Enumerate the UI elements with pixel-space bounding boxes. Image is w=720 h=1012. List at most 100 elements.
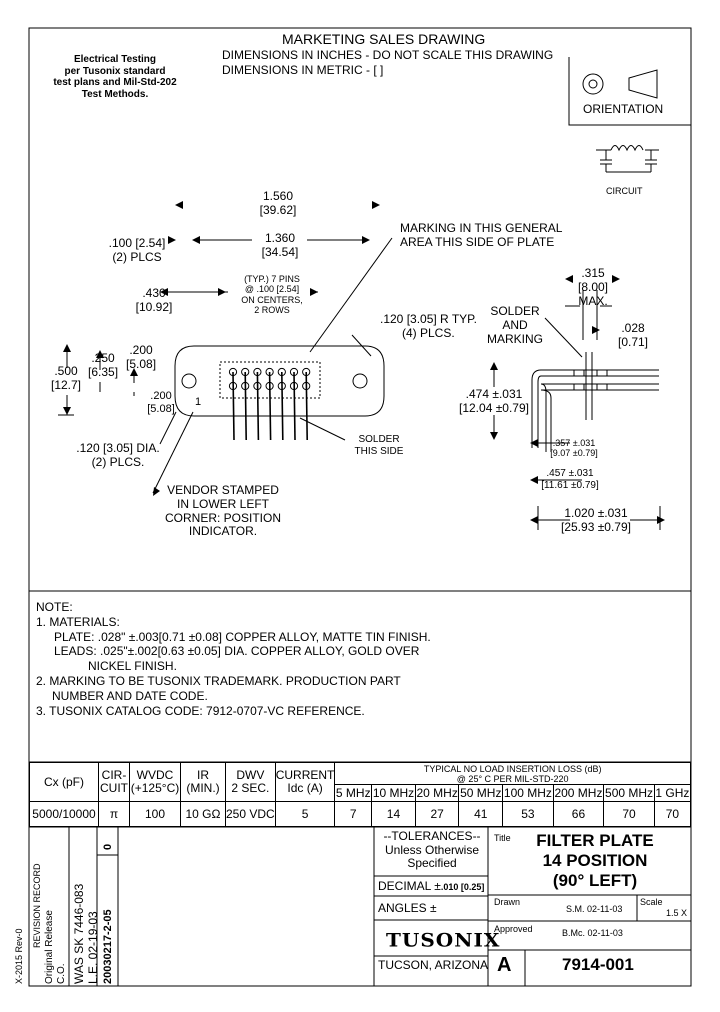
drawing-size: A <box>497 954 512 976</box>
col-wvdc: WVDC(+125°C) <box>129 762 181 802</box>
angles-tolerance: ANGLES ± <box>378 901 437 915</box>
dia-note: .120 [3.05] DIA.(2) PLCS. <box>76 441 160 469</box>
col-cx: Cx (pF) <box>29 762 99 802</box>
freq-header: 1 GHz <box>653 784 692 802</box>
part-number: 7914-001 <box>562 955 634 974</box>
orientation-ring-icon <box>582 73 604 95</box>
dim-357: .357 ±.031[9.07 ±0.79] <box>550 438 598 459</box>
dim-1360: 1.360[34.54] <box>261 231 299 259</box>
scale-label: Scale <box>640 897 663 907</box>
dim-028: .028[0.71] <box>617 321 649 349</box>
pin-lead <box>232 371 235 441</box>
dim-200-bottom: .200[5.08] <box>147 390 175 415</box>
dimensions-inches-note: DIMENSIONS IN INCHES - DO NOT SCALE THIS… <box>222 48 554 62</box>
pin-array <box>228 367 311 441</box>
freq-header: 50 MHz <box>458 784 504 802</box>
mounting-hole-left <box>181 373 197 389</box>
dim-1560: 1.560[39.62] <box>259 189 297 217</box>
loss-value: 70 <box>603 801 655 827</box>
pi-circuit-icon <box>596 145 659 173</box>
spec-table: Cx (pF) CIR-CUIT WVDC(+125°C) IR(MIN.) D… <box>29 762 692 827</box>
scale-value: 1.5 X <box>666 908 688 918</box>
note-line: NUMBER AND DATE CODE. <box>52 688 208 703</box>
dim-474: .474 ±.031[12.04 ±0.79] <box>459 387 529 415</box>
loss-value: 14 <box>371 801 416 827</box>
revision-record-label: REVISION RECORD <box>32 863 42 948</box>
loss-value: 66 <box>552 801 605 827</box>
loss-value: 7 <box>334 801 373 827</box>
revision-number: 0 <box>102 843 114 850</box>
freq-header: 500 MHz <box>603 784 655 802</box>
orientation-box <box>568 57 691 126</box>
dim-457: .457 ±.031[11.61 ±0.79] <box>541 468 599 491</box>
loss-value: 41 <box>458 801 504 827</box>
dim-1020: 1.020 ±.031[25.93 ±0.79] <box>561 506 631 534</box>
title-label: Title <box>494 833 511 843</box>
note-line: LEADS: .025"±.002[0.63 ±0.05] DIA. COPPE… <box>54 644 420 659</box>
note-line: 1. MATERIALS: <box>36 614 120 629</box>
dim-430: .430[10.92] <box>135 286 173 314</box>
note-line: 2. MARKING TO BE TUSONIX TRADEMARK. PROD… <box>36 673 401 688</box>
freq-header: 200 MHz <box>552 784 605 802</box>
radius-note: .120 [3.05] R TYP. (4) PLCS. <box>380 312 477 340</box>
note-line: 3. TUSONIX CATALOG CODE: 7912-0707-VC RE… <box>36 703 365 718</box>
cell-circuit: π <box>98 801 130 827</box>
drawn-label: Drawn <box>494 897 521 907</box>
cell-wvdc: 100 <box>129 801 181 827</box>
tusonix-logo: TUSONIX <box>386 928 501 952</box>
pin-lead <box>293 371 296 441</box>
drawing-border <box>28 27 692 987</box>
cell-dwv: 250 VDC <box>225 801 276 827</box>
approved-value: B.Mc. 02-11-03 <box>562 928 623 938</box>
freq-header: 20 MHz <box>414 784 460 802</box>
dimensions-metric-note: DIMENSIONS IN METRIC - [ ] <box>222 63 384 77</box>
pin-lead <box>281 371 284 441</box>
pin-lead <box>256 371 260 441</box>
approved-label: Approved <box>494 924 533 934</box>
orientation-label: ORIENTATION <box>583 102 664 116</box>
dim-100: .100 [2.54](2) PLCS <box>108 236 166 264</box>
cell-cx: 5000/10000 <box>29 801 99 827</box>
location: TUCSON, ARIZONA <box>378 958 489 972</box>
side-plate <box>585 352 593 420</box>
dim-250: .250[6.35] <box>88 351 119 379</box>
col-insertion-loss: TYPICAL NO LOAD INSERTION LOSS (dB)@ 25°… <box>334 762 691 785</box>
pins-note: (TYP.) 7 PINS@ .100 [2.54] ON CENTERS,2 … <box>241 274 303 316</box>
front-plate <box>174 345 385 417</box>
loss-value: 27 <box>414 801 460 827</box>
col-circuit: CIR-CUIT <box>98 762 130 802</box>
dim-500: .500[12.7] <box>50 364 82 392</box>
note-line: PLATE: .028" ±.003[0.71 ±0.08] COPPER AL… <box>54 629 431 644</box>
drawn-value: S.M. 02-11-03 <box>566 904 623 914</box>
note-heading: NOTE: <box>36 600 73 614</box>
cell-current: 5 <box>274 801 336 827</box>
notes-block: NOTE: 1. MATERIALS: PLATE: .028" ±.003[0… <box>36 600 431 718</box>
freq-header: 100 MHz <box>502 784 554 802</box>
freq-header: 5 MHz <box>334 784 373 802</box>
note-line: NICKEL FINISH. <box>88 659 177 674</box>
orientation-taper-icon <box>628 69 658 99</box>
pin-lead <box>305 371 308 441</box>
testing-note: Electrical Testing per Tusonix standard … <box>53 54 177 100</box>
revision-date-code: 20030217-2-05 <box>102 909 114 984</box>
form-number: X-2015 Rev-0 <box>14 928 24 984</box>
drawing-title: MARKETING SALES DRAWING <box>282 31 486 47</box>
dimension-arrows <box>63 201 665 524</box>
col-ir: IR(MIN.) <box>180 762 226 802</box>
circuit-label: CIRCUIT <box>606 186 643 196</box>
dim-200-top: .200[5.08] <box>126 343 157 371</box>
pin-lead <box>244 371 247 441</box>
loss-value: 53 <box>502 801 554 827</box>
freq-header: 10 MHz <box>371 784 416 802</box>
loss-value: 70 <box>653 801 692 827</box>
